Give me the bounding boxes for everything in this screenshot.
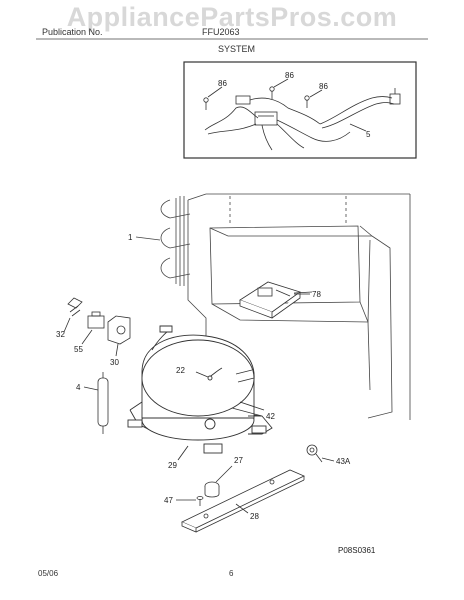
callout-47: 47 — [164, 496, 173, 505]
callout-1: 1 — [128, 233, 133, 242]
relay-assembly — [63, 297, 131, 357]
drawing-id: P08S0361 — [338, 546, 376, 555]
watermark: AppliancePartsPros.com — [66, 2, 398, 32]
footer-page-number: 6 — [229, 569, 234, 578]
model-number: FFU2063 — [202, 27, 240, 37]
wiring-harness-inset — [183, 61, 417, 159]
callout-78: 78 — [312, 290, 321, 299]
callout-42: 42 — [266, 412, 275, 421]
footer-date: 05/06 — [38, 569, 59, 578]
callout-55: 55 — [74, 345, 83, 354]
callout-4: 4 — [76, 383, 81, 392]
section-title: SYSTEM — [218, 44, 256, 54]
screw-47 — [176, 496, 204, 506]
filter-drier — [83, 372, 109, 434]
callout-32: 32 — [56, 330, 65, 339]
callout-22: 22 — [176, 366, 185, 375]
publication-label: Publication No. — [42, 27, 103, 37]
callout-28: 28 — [250, 512, 259, 521]
callout-30: 30 — [110, 358, 119, 367]
grommet-27 — [204, 465, 233, 498]
cabinet-outline — [135, 193, 411, 420]
clamp-43a — [306, 444, 335, 463]
callout-86-mid: 86 — [285, 71, 294, 80]
callout-5: 5 — [366, 130, 371, 139]
callout-27: 27 — [234, 456, 243, 465]
mounting-rail-28 — [181, 469, 305, 533]
compressor — [127, 325, 273, 461]
control-box-78 — [239, 281, 313, 319]
callout-86-left: 86 — [218, 79, 227, 88]
callout-43a: 43A — [336, 457, 351, 466]
callout-29: 29 — [168, 461, 177, 470]
callout-86-right: 86 — [319, 82, 328, 91]
